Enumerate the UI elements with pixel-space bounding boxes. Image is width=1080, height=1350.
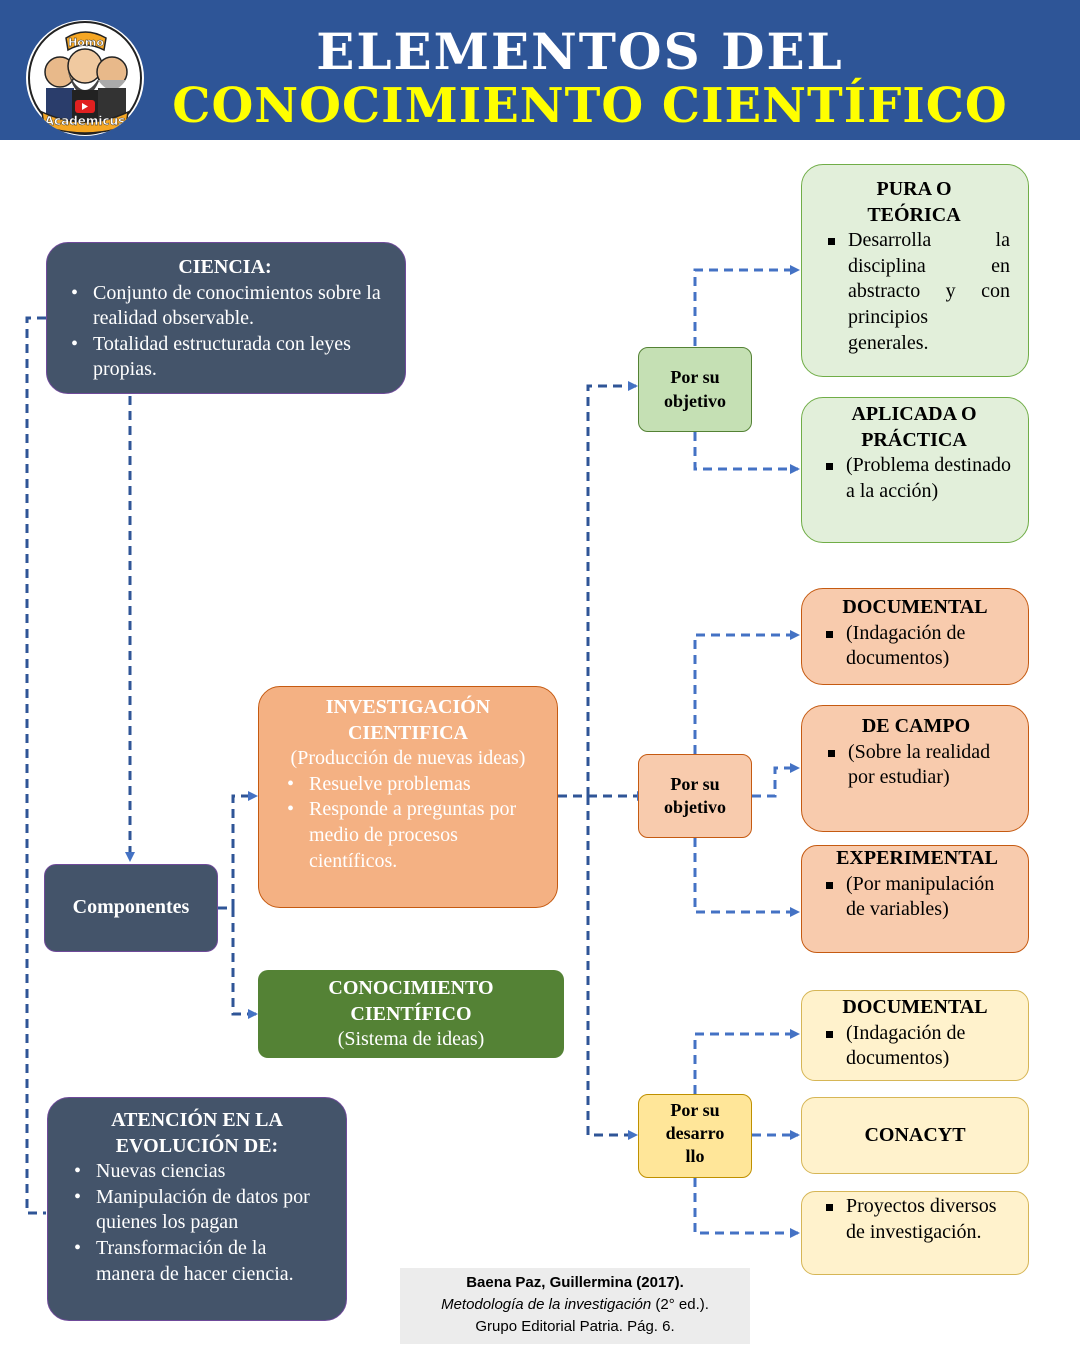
conacyt-box: CONACYT <box>801 1097 1029 1174</box>
de-campo-box: DE CAMPO (Sobre la realidad por estudiar… <box>801 705 1029 832</box>
ciencia-atencion-connector <box>25 316 46 1215</box>
atencion-box: ATENCIÓN EN LA EVOLUCIÓN DE: Nuevas cien… <box>47 1097 347 1321</box>
node-objetivo-2-label: Por su objetivo <box>664 773 726 817</box>
list-item: (Por manipulación de variables) <box>816 872 1018 923</box>
list-item: Desarrolla la disciplina en abstracto y … <box>818 228 1010 356</box>
conacyt-label: CONACYT <box>864 1123 966 1146</box>
documental-1-title: DOCUMENTAL <box>842 596 988 618</box>
svg-text:Homo: Homo <box>68 36 104 49</box>
componentes-box: Componentes <box>44 864 218 952</box>
list-item: Conjunto de conocimientos sobre la reali… <box>63 281 387 332</box>
objetivo2-documental-arrow <box>693 630 800 754</box>
proyectos-box: Proyectos diversos de investigación. <box>801 1191 1029 1275</box>
list-item: Transformación de la manera de hacer cie… <box>66 1236 328 1287</box>
header-banner: Homo Academicus ELEMENTOS DEL CONOCIMIEN… <box>0 0 1080 140</box>
node-objetivo-1: Por su objetivo <box>638 347 752 432</box>
campo-list: (Sobre la realidad por estudiar) <box>818 740 1014 791</box>
objetivo2-campo-arrow <box>752 763 800 798</box>
proyectos-list: Proyectos diversos de investigación. <box>816 1194 1014 1245</box>
ciencia-title: CIENCIA: <box>178 256 272 278</box>
conocimiento-subtitle: (Sistema de ideas) <box>337 1028 485 1051</box>
documental-2-list: (Indagación de documentos) <box>816 1021 1014 1072</box>
aplicada-title-2: PRÁCTICA <box>861 428 967 451</box>
documental-1-box: DOCUMENTAL (Indagación de documentos) <box>801 588 1029 685</box>
list-item: Proyectos diversos de investigación. <box>816 1194 1014 1245</box>
citation-book: Metodología de la investigación <box>441 1295 652 1313</box>
componentes-investigacion-arrow <box>218 791 258 910</box>
node-desarrollo-line2: desarro <box>665 1123 725 1144</box>
componentes-conocimiento-arrow <box>218 906 258 1019</box>
citation-publisher: Grupo Editorial Patria. Pág. 6. <box>475 1317 675 1335</box>
node-objetivo-2: Por su objetivo <box>638 754 752 838</box>
list-item: Responde a preguntas por medio de proces… <box>279 797 537 874</box>
objetivo1-pura-arrow <box>693 265 800 346</box>
experimental-box: EXPERIMENTAL (Por manipulación de variab… <box>801 845 1029 953</box>
atencion-list: Nuevas ciencias Manipulación de datos po… <box>66 1159 328 1287</box>
objetivo2-experimental-arrow <box>693 838 800 917</box>
documental-1-list: (Indagación de documentos) <box>816 621 1014 672</box>
svg-text:Academicus: Academicus <box>45 114 126 128</box>
aplicada-title-1: APLICADA O <box>851 403 977 425</box>
atencion-title-2: EVOLUCIÓN DE: <box>115 1134 279 1157</box>
citation-author: Baena Paz, Guillermina (2017). <box>466 1274 684 1291</box>
investigacion-title-2: CIENTIFICA <box>347 721 469 744</box>
node-desarrollo-line1: Por su <box>670 1100 720 1120</box>
investigacion-list: Resuelve problemas Responde a preguntas … <box>279 772 537 874</box>
list-item: Nuevas ciencias <box>66 1159 328 1185</box>
citation-box: Baena Paz, Guillermina (2017). Metodolog… <box>400 1268 750 1344</box>
list-item: Manipulación de datos por quienes los pa… <box>66 1185 328 1236</box>
node-desarrollo: Por su desarro llo <box>638 1094 752 1178</box>
conocimiento-box: CONOCIMIENTO CIENTÍFICO (Sistema de idea… <box>258 970 564 1058</box>
list-item: (Sobre la realidad por estudiar) <box>818 740 1014 791</box>
investigacion-desarrollo-arrow <box>586 796 638 1140</box>
investigacion-subtitle: (Producción de nuevas ideas) <box>290 747 526 770</box>
list-item: (Indagación de documentos) <box>816 1021 1014 1072</box>
documental-2-title: DOCUMENTAL <box>842 996 988 1018</box>
title-line-1: ELEMENTOS DEL <box>316 22 844 81</box>
list-item: Resuelve problemas <box>279 772 537 798</box>
pura-teorica-box: PURA O TEÓRICA Desarrolla la disciplina … <box>801 164 1029 377</box>
aplicada-list: (Problema destinado a la acción) <box>816 453 1012 504</box>
title-line-2: CONOCIMIENTO CIENTÍFICO <box>172 78 1008 134</box>
ciencia-box: CIENCIA: Conjunto de conocimientos sobre… <box>46 242 406 394</box>
componentes-label: Componentes <box>72 896 190 919</box>
documental-2-box: DOCUMENTAL (Indagación de documentos) <box>801 990 1029 1081</box>
list-item: Totalidad estructurada con leyes propias… <box>63 332 387 383</box>
conocimiento-title-2: CIENTÍFICO <box>350 1002 472 1025</box>
homo-academicus-logo: Homo Academicus <box>26 20 144 136</box>
pura-title-2: TEÓRICA <box>867 203 961 226</box>
investigacion-title-1: INVESTIGACIÓN <box>325 696 491 718</box>
desarrollo-proyectos-arrow <box>693 1178 800 1238</box>
experimental-list: (Por manipulación de variables) <box>816 872 1018 923</box>
atencion-title-1: ATENCIÓN EN LA <box>111 1109 283 1131</box>
investigacion-objetivo1-arrow <box>558 381 638 798</box>
list-item: (Indagación de documentos) <box>816 621 1014 672</box>
ciencia-list: Conjunto de conocimientos sobre la reali… <box>63 281 387 383</box>
node-objetivo-1-label: Por su objetivo <box>664 367 726 411</box>
objetivo1-aplicada-arrow <box>693 432 800 474</box>
citation-book-line: Metodología de la investigación (2° ed.)… <box>400 1294 750 1316</box>
pura-list: Desarrolla la disciplina en abstracto y … <box>818 228 1010 356</box>
investigacion-box: INVESTIGACIÓN CIENTIFICA (Producción de … <box>258 686 558 908</box>
campo-title: DE CAMPO <box>861 715 971 737</box>
aplicada-practica-box: APLICADA O PRÁCTICA (Problema destinado … <box>801 397 1029 543</box>
pura-title-1: PURA O <box>876 178 952 200</box>
experimental-title: EXPERIMENTAL <box>836 847 998 869</box>
node-desarrollo-line3: llo <box>685 1146 705 1167</box>
citation-edition: (2° ed.). <box>651 1295 709 1313</box>
list-item: (Problema destinado a la acción) <box>816 453 1012 504</box>
conocimiento-title-1: CONOCIMIENTO <box>328 977 494 999</box>
desarrollo-documental-arrow <box>693 1029 800 1094</box>
